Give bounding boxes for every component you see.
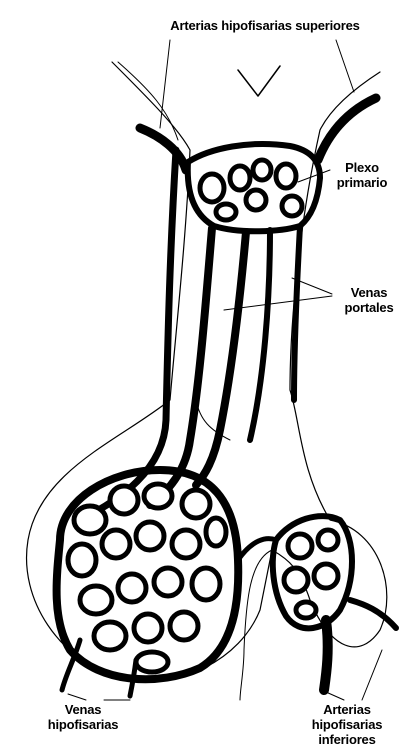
pointer-venas-left <box>68 694 86 700</box>
pointer-arterias-left <box>326 692 344 700</box>
label-hypophyseal-veins-line2: hipofisarias <box>28 717 138 732</box>
label-inferior-arteries: Arterias hipofisarias inferiores <box>292 702 402 747</box>
label-inferior-arteries-line2: hipofisarias <box>292 717 402 732</box>
portal-vein-4 <box>250 230 270 440</box>
label-portal-veins: Venas portales <box>336 285 402 315</box>
top-pointer-left <box>160 40 170 128</box>
label-inferior-arteries-line3: inferiores <box>292 732 402 747</box>
top-pointer-right <box>336 40 354 92</box>
pointer-plexo <box>298 170 330 182</box>
label-superior-arteries-text: Arterias hipofisarias superiores <box>130 18 400 33</box>
label-primary-plexus: Plexo primario <box>332 160 392 190</box>
right-artery <box>318 98 376 160</box>
pointer-arterias-right <box>362 650 382 700</box>
portal-vein-5 <box>294 226 300 400</box>
label-hypophyseal-veins-line1: Venas <box>28 702 138 717</box>
label-primary-plexus-line1: Plexo <box>332 160 392 175</box>
label-hypophyseal-veins: Venas hipofisarias <box>28 702 138 732</box>
portal-vein-1 <box>80 150 176 520</box>
label-superior-arteries: Arterias hipofisarias superiores <box>130 18 400 33</box>
inferior-artery-trunk <box>324 620 328 690</box>
label-primary-plexus-line2: primario <box>332 175 392 190</box>
top-v-mark <box>238 66 280 96</box>
label-portal-veins-line2: portales <box>336 300 402 315</box>
inferior-artery-branch <box>350 600 396 628</box>
label-portal-veins-line1: Venas <box>336 285 402 300</box>
label-inferior-arteries-line1: Arterias <box>292 702 402 717</box>
portal-vein-2 <box>150 228 212 505</box>
